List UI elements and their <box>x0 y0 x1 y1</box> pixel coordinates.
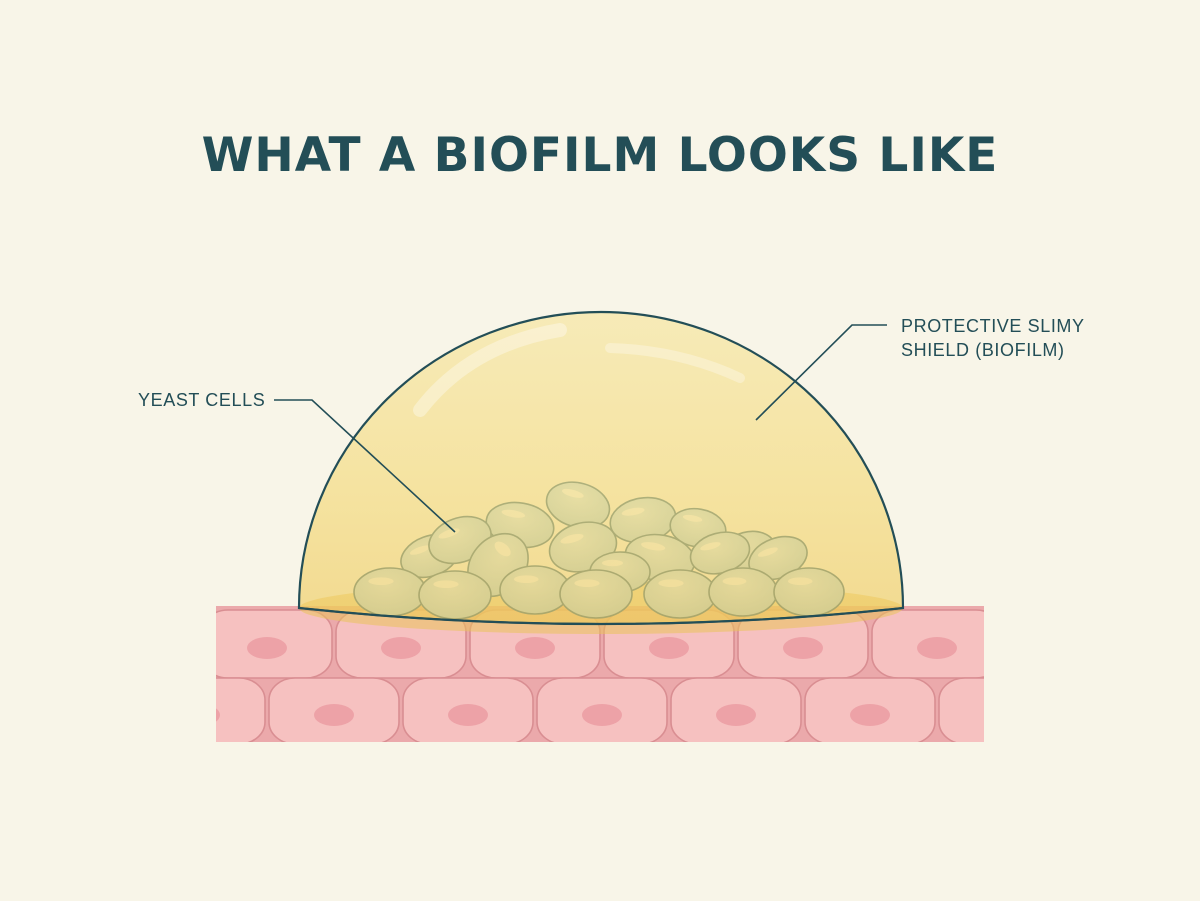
page-title: WHAT A BIOFILM LOOKS LIKE <box>201 128 999 183</box>
yeast-leader-line <box>274 399 456 533</box>
tissue-cell <box>216 677 266 742</box>
cell-nucleus <box>850 704 890 726</box>
cell-nucleus <box>515 637 555 659</box>
cell-nucleus <box>448 704 488 726</box>
biofilm-label: PROTECTIVE SLIMY SHIELD (BIOFILM) <box>901 314 1085 362</box>
biofilm-leader-line <box>755 324 887 421</box>
cell-nucleus <box>649 637 689 659</box>
cell-nucleus <box>984 704 1024 726</box>
cell-nucleus <box>314 704 354 726</box>
yeast-cells-label: YEAST CELLS <box>138 388 265 412</box>
cell-nucleus <box>783 637 823 659</box>
tissue-cell <box>938 677 984 742</box>
dome-base-outline <box>298 607 904 625</box>
biofilm-dome <box>297 310 905 626</box>
cell-nucleus <box>247 637 287 659</box>
cell-nucleus <box>381 637 421 659</box>
biofilm-label-line-1: PROTECTIVE SLIMY <box>901 316 1085 336</box>
dome-highlight <box>413 323 567 417</box>
cell-nucleus <box>582 704 622 726</box>
cell-nucleus <box>917 637 957 659</box>
yeast-cells-label-text: YEAST CELLS <box>138 390 266 410</box>
cell-nucleus <box>216 708 220 722</box>
cell-nucleus <box>716 704 756 726</box>
dome-highlight-small <box>605 343 745 383</box>
biofilm-label-line-2: SHIELD (BIOFILM) <box>901 340 1065 360</box>
